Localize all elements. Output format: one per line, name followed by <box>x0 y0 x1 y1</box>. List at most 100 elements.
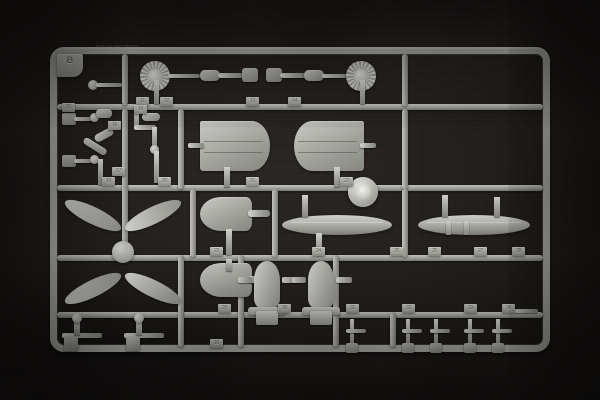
bomb-right <box>292 261 352 331</box>
sprue-rail-h1 <box>57 104 543 110</box>
drop-tank-left-gate-top <box>302 195 308 217</box>
sprue-rail-v12 <box>390 312 396 347</box>
engine-mount-left <box>242 68 258 82</box>
engine-cylinder-left <box>200 70 220 81</box>
bomb-left <box>238 261 298 331</box>
drop-tank-right <box>418 215 530 235</box>
strut-vertical-2 <box>152 127 157 149</box>
horizontal-stabilizer-left <box>200 121 270 171</box>
blade-spare-upper-gate <box>248 210 270 217</box>
antenna-base-1 <box>346 343 358 353</box>
detail-arm-1 <box>74 117 94 121</box>
strut-horizontal-1 <box>134 125 156 130</box>
pylon-bar-2 <box>124 333 164 338</box>
bomb-right-fin-box <box>310 311 332 325</box>
part-tag-24: 24 <box>312 247 325 256</box>
sprue-rail-v11 <box>333 255 339 347</box>
stabilizer-right-gate-bottom <box>334 167 340 187</box>
antenna-cross-1 <box>346 329 366 333</box>
antenna-long-rod <box>514 309 538 313</box>
engine-mount-right <box>266 68 282 82</box>
bomb-left-gate2 <box>282 277 298 283</box>
sprue-rail-h2 <box>57 185 543 191</box>
antenna-base-5 <box>492 343 504 353</box>
part-tag-29: 29 <box>218 304 231 313</box>
pylon-foot-1 <box>64 337 78 351</box>
ball-knob-arm <box>96 83 122 87</box>
strut-link-top <box>142 113 160 121</box>
propeller-blade-2 <box>121 194 185 237</box>
bomb-left-body <box>254 261 280 309</box>
sprue-rail-v6 <box>402 109 408 189</box>
part-tag-33: 33 <box>464 304 477 313</box>
pylon-foot-2 <box>126 337 140 351</box>
stabilizer-right-gate <box>360 143 376 148</box>
drop-tank-right-fin-2 <box>464 221 469 235</box>
bomb-right-gate <box>292 277 306 283</box>
part-tag-12: 12 <box>160 97 173 106</box>
detail-gate-1 <box>98 159 103 185</box>
part-tag-11: 11 <box>136 97 149 106</box>
drop-tank-left <box>282 215 392 235</box>
engine-gate-left <box>154 80 159 104</box>
part-tag-25: 25 <box>390 247 403 256</box>
drop-tank-left-gate-bottom <box>316 233 322 255</box>
propeller-blade-4 <box>121 267 185 310</box>
propeller-blade-3 <box>61 267 125 310</box>
propeller-hub <box>112 241 134 263</box>
part-tag-28: 28 <box>512 247 525 256</box>
pylon-cap-2 <box>134 313 144 323</box>
sprue-rail-h3 <box>57 255 543 261</box>
engine-shaft-left <box>218 73 244 78</box>
antenna-rod-3 <box>434 319 438 349</box>
drop-tank-right-gate-bottom <box>494 197 500 217</box>
pylon-post-2 <box>136 317 142 335</box>
model-kit-sprue: TRUMPETER B <box>50 46 550 353</box>
part-tag-15: 15 <box>62 103 75 112</box>
part-tag-16: 16 <box>108 121 121 130</box>
pylon-bar-1 <box>62 333 102 338</box>
part-tag-19: 19 <box>102 177 115 186</box>
part-tag-31: 31 <box>346 304 359 313</box>
strut-knob-1 <box>150 145 159 154</box>
sprue-letter-block: B <box>57 54 83 77</box>
ball-knob-part <box>88 80 98 90</box>
part-tag-18: 18 <box>134 105 147 114</box>
sprue-outer-frame <box>50 47 550 352</box>
antenna-rod-4 <box>468 319 472 349</box>
engine-shaft-right <box>280 73 306 78</box>
antenna-rod-1 <box>350 319 354 349</box>
part-tag-14: 14 <box>288 97 301 106</box>
part-tag-34: 34 <box>502 304 515 313</box>
wheel-disc <box>348 177 378 207</box>
detail-block-1 <box>62 113 76 125</box>
bomb-left-fin-box <box>256 311 278 325</box>
detail-knob-2 <box>90 155 99 164</box>
bomb-right-gate2 <box>336 277 352 283</box>
engine-cylinder-right <box>304 70 324 81</box>
blade-spare-upper-gate2 <box>226 229 232 255</box>
strut-vertical-3 <box>154 151 159 183</box>
drop-tank-right-gate-top <box>442 195 448 217</box>
part-tag-13: 13 <box>246 97 259 106</box>
sprue-rail-v3 <box>178 109 184 189</box>
sprue-rail-v8 <box>272 189 278 257</box>
stabilizer-left-gate-bottom <box>224 167 230 187</box>
sprue-rail-v10 <box>238 255 244 347</box>
part-tag-27: 27 <box>474 247 487 256</box>
part-tag-23: 23 <box>210 247 223 256</box>
antenna-base-4 <box>464 343 476 353</box>
detail-arm-2 <box>74 159 94 163</box>
part-tag-30: 30 <box>278 304 291 313</box>
sprue-rail-v2 <box>122 109 128 256</box>
propeller-blade-spare-upper <box>200 197 252 231</box>
antenna-rod-5 <box>496 319 500 349</box>
part-tag-32: 32 <box>402 304 415 313</box>
bomb-left-gate <box>238 277 252 283</box>
sprue-rail-v9 <box>402 189 408 257</box>
detail-knob-1 <box>90 113 99 122</box>
horizontal-stabilizer-right <box>294 121 364 171</box>
pylon-post-1 <box>74 317 80 335</box>
sprue-rail-v7 <box>190 189 196 257</box>
part-tag-20: 20 <box>158 177 171 186</box>
